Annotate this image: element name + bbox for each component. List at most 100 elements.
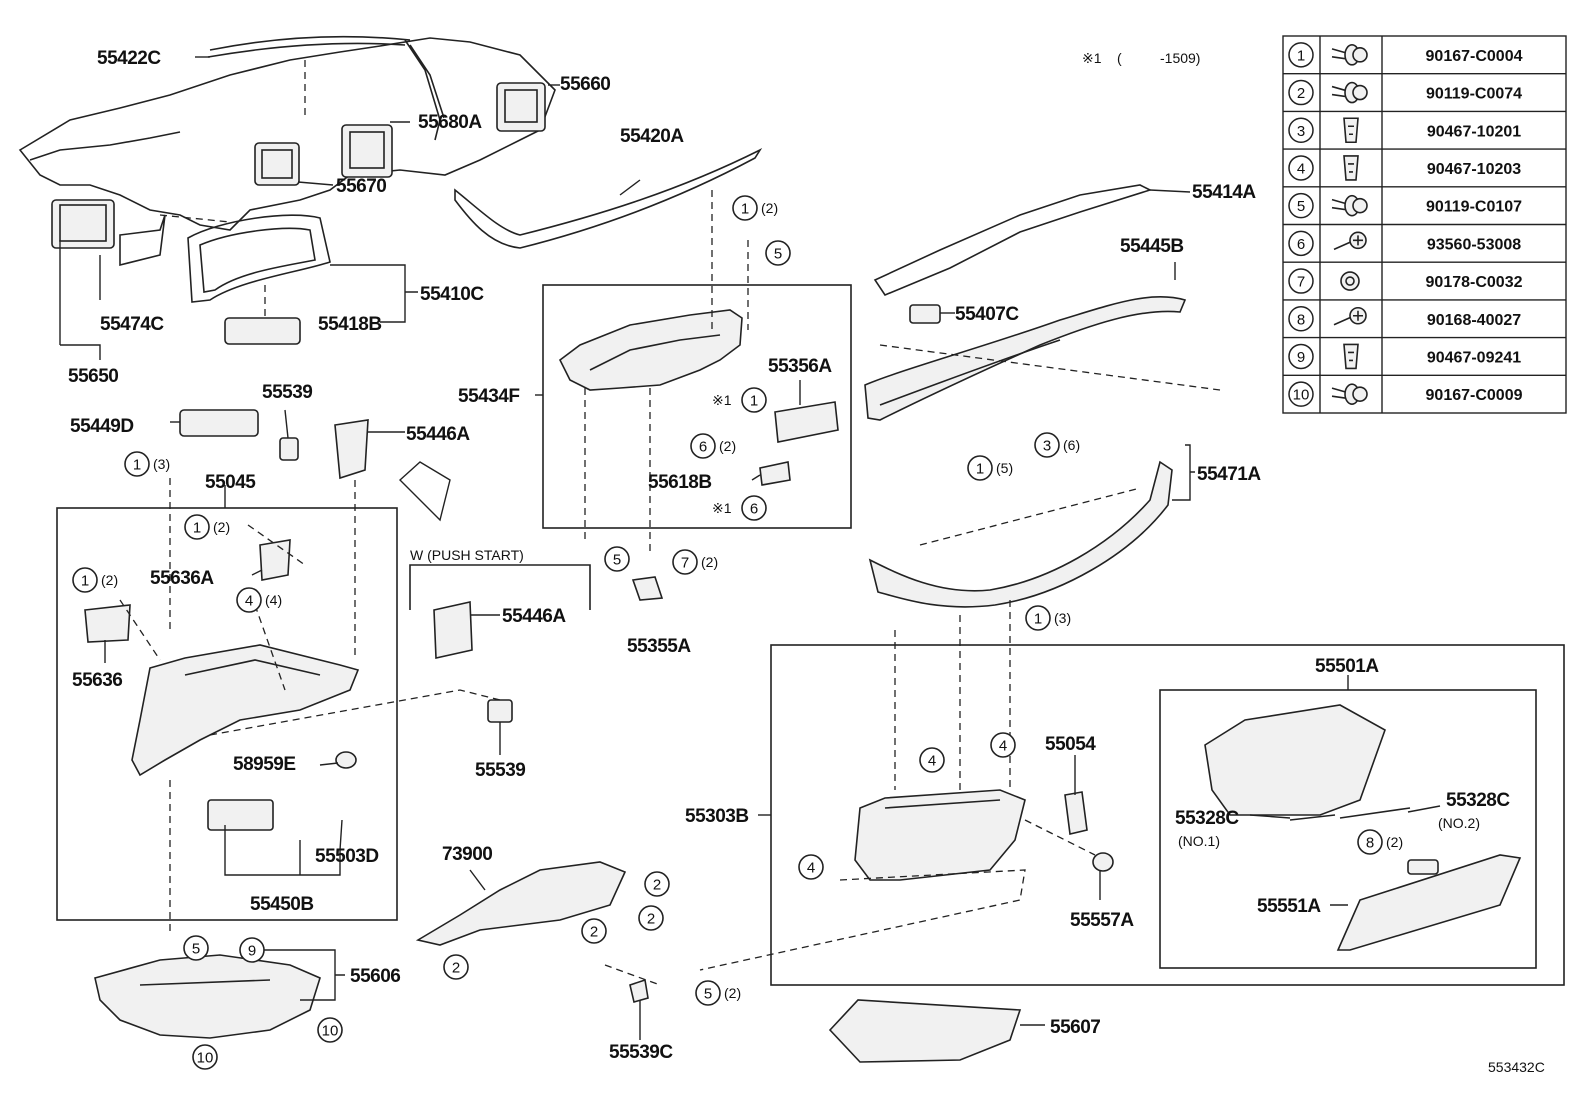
callout-circle — [732, 195, 758, 221]
callout-number: 9 — [248, 943, 256, 960]
callout-circle — [183, 935, 209, 961]
callout-number: 1 — [750, 393, 758, 410]
table-row: 4 90467-10203 — [1283, 148, 1566, 181]
callout-1: 1(5) — [967, 455, 1013, 481]
callout-qty: (2) — [213, 519, 230, 535]
callout-circle — [990, 732, 1016, 758]
part-label: 58959E — [233, 754, 296, 775]
callout-6: 6(2) — [690, 433, 736, 459]
callout-5: 5 (2) — [695, 980, 741, 1006]
callout-circle — [695, 980, 721, 1006]
part-label: 55606 — [350, 966, 400, 987]
callout-number: 1 — [1034, 611, 1042, 628]
bracket-subassembly-frame — [542, 284, 852, 529]
callout-2: 2 — [443, 954, 469, 980]
row-number: 4 — [1297, 160, 1305, 177]
part-label: 55636 — [72, 670, 122, 691]
callout-qty: (2) — [1386, 834, 1403, 850]
callout-qty: (2) — [724, 985, 741, 1001]
sub-label: (NO.1) — [1178, 833, 1220, 849]
part-label: 55607 — [1050, 1017, 1100, 1038]
callout-1: 1(2) — [184, 514, 230, 540]
callout-number: 1 — [741, 201, 749, 218]
part-label: 55551A — [1257, 896, 1321, 917]
callout-circle — [239, 937, 265, 963]
row-number: 9 — [1297, 349, 1305, 366]
applicability-note-open: ( — [1117, 50, 1122, 66]
part-label: 55434F — [458, 386, 519, 407]
callout-5: 5 — [183, 935, 209, 961]
part-label: 55501A — [1315, 656, 1379, 677]
row-number-circle — [1288, 155, 1314, 181]
callout-circle — [765, 240, 791, 266]
callout-7: 7 (2) — [672, 549, 718, 575]
part-label: 55474C — [100, 314, 164, 335]
fastener-part-number: 90167-C0004 — [1426, 48, 1523, 65]
callout-3: 3(6) — [1034, 432, 1080, 458]
callout-mark: ※1 — [712, 392, 732, 408]
fastener-part-number: 90467-10201 — [1427, 123, 1521, 140]
callout-circle — [192, 1044, 218, 1070]
callout-circle — [644, 871, 670, 897]
callout-qty: (2) — [701, 554, 718, 570]
callout-circle — [124, 451, 150, 477]
screw-icon — [1333, 306, 1367, 326]
callout-circle — [184, 514, 210, 540]
callout-qty: (2) — [761, 200, 778, 216]
callout-1: 1(3) — [124, 451, 170, 477]
clip-icon — [1343, 117, 1359, 144]
part-label: 55618B — [648, 472, 712, 493]
part-label: 55407C — [955, 304, 1019, 325]
row-number: 10 — [1293, 387, 1310, 404]
row-number-circle — [1288, 306, 1314, 332]
screw-washer-icon — [1331, 44, 1368, 66]
instrument-panel-illustration — [18, 35, 763, 345]
callout-number: 5 — [704, 986, 712, 1003]
part-label: 55449D — [70, 416, 134, 437]
part-label: 55557A — [1070, 910, 1134, 931]
callout-number: 5 — [192, 941, 200, 958]
nut-icon — [1340, 271, 1360, 291]
row-number-circle — [1288, 42, 1314, 68]
part-label: 55446A — [406, 424, 470, 445]
part-label: 55650 — [68, 366, 118, 387]
upper-right-trim-illustration — [864, 184, 1221, 608]
callout-circle — [1034, 432, 1060, 458]
row-number-circle — [1288, 230, 1314, 257]
callout-4: 4(4) — [236, 587, 282, 613]
fastener-part-number: 90467-10203 — [1427, 161, 1521, 178]
callout-number: 3 — [1043, 438, 1051, 455]
callout-number: 2 — [590, 924, 598, 941]
callout-circle — [72, 567, 98, 593]
callout-circle — [919, 747, 945, 773]
callout-number: 2 — [647, 911, 655, 928]
callout-circle — [967, 455, 993, 481]
row-number: 7 — [1297, 274, 1305, 291]
screw-washer-icon — [1331, 81, 1368, 104]
callout-circle — [638, 905, 664, 931]
part-label: 55045 — [205, 472, 256, 493]
part-label: 55450B — [250, 894, 314, 915]
row-number: 6 — [1297, 236, 1305, 253]
part-label: 55539 — [262, 382, 312, 403]
callout-number: 4 — [928, 753, 936, 770]
callout-circle — [1357, 829, 1383, 855]
callout-10: 10 — [192, 1044, 218, 1070]
part-label: 55355A — [627, 636, 691, 657]
part-label: 55670 — [336, 176, 386, 197]
callout-number: 1 — [976, 461, 984, 478]
part-label: 55539 — [475, 760, 525, 781]
callout-circle — [236, 587, 262, 613]
callout-number: 7 — [681, 555, 689, 572]
callout-5: 5 — [765, 240, 791, 266]
part-label: 55636A — [150, 568, 214, 589]
lower-panel-subassembly-frame — [56, 507, 398, 921]
